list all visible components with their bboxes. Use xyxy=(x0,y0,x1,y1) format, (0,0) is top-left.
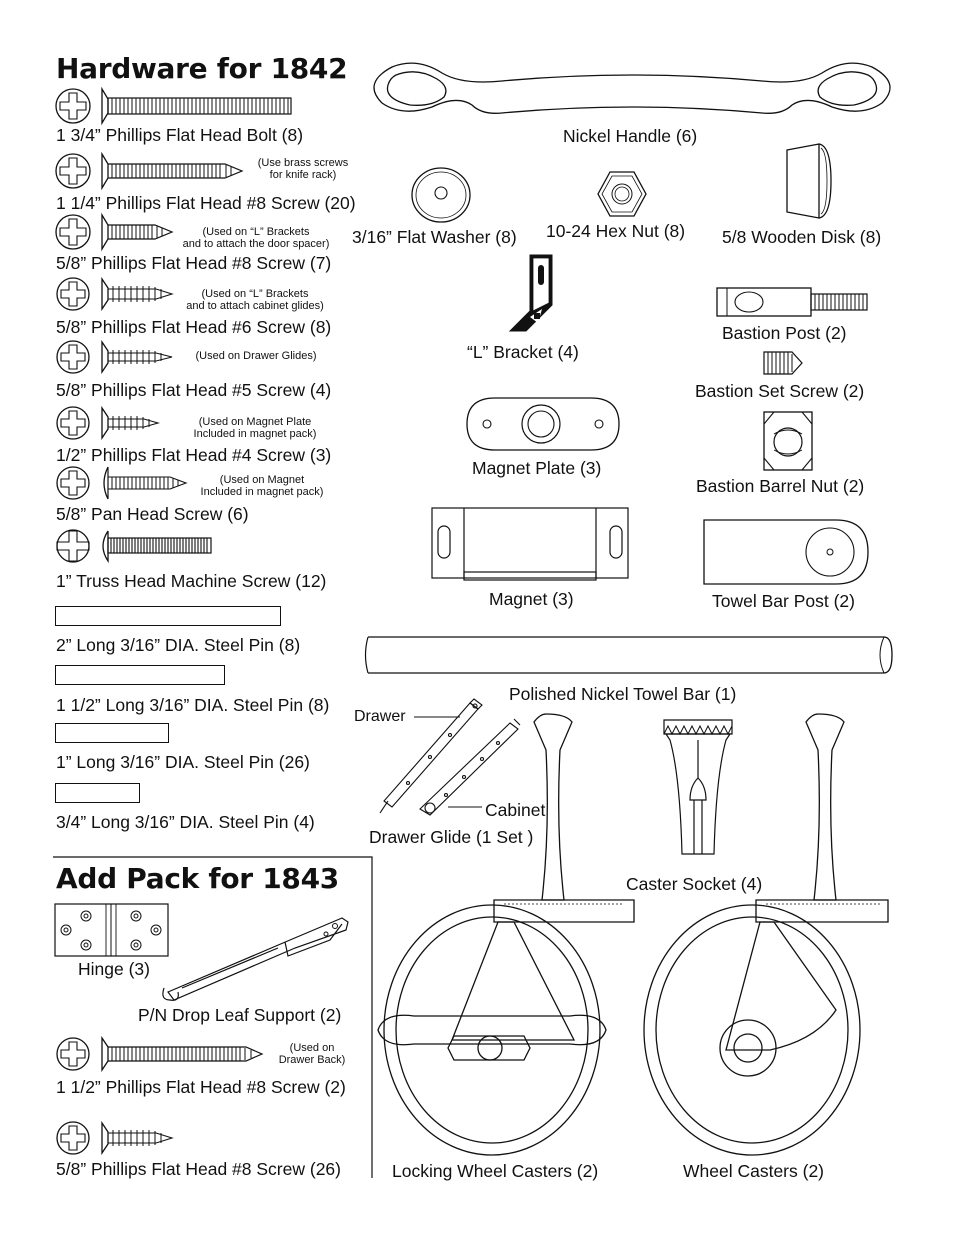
drawer-glide-icon xyxy=(379,698,521,816)
item-label: 1” Long 3/16” DIA. Steel Pin (26) xyxy=(56,752,310,772)
screw-icon xyxy=(101,212,174,252)
towel-bar-post-icon xyxy=(703,519,869,585)
item-label: 1 3/4” Phillips Flat Head Bolt (8) xyxy=(56,125,304,145)
disk-label: 5/8 Wooden Disk (8) xyxy=(722,227,882,247)
item-label: 1 1/2” Phillips Flat Head #8 Screw (2) xyxy=(56,1077,346,1097)
steel-pin-0-75in xyxy=(55,783,140,803)
locking-caster-label: Locking Wheel Casters (2) xyxy=(392,1161,599,1181)
item-label: 1 1/2” Long 3/16” DIA. Steel Pin (8) xyxy=(56,695,330,715)
flat-washer-icon xyxy=(411,167,471,223)
magnet-plate-label: Magnet Plate (3) xyxy=(472,458,602,478)
phillips-head-icon xyxy=(56,466,90,500)
addpack-title: Add Pack for 1843 xyxy=(56,862,339,895)
phillips-head-icon xyxy=(55,153,91,189)
support-label: P/N Drop Leaf Support (2) xyxy=(138,1005,342,1025)
barrel-nut-icon xyxy=(763,411,813,471)
caster-socket-icon xyxy=(663,719,733,855)
screw-icon xyxy=(101,151,244,191)
nickel-handle-icon xyxy=(373,62,891,114)
hardware-title: Hardware for 1842 xyxy=(56,52,348,85)
phillips-head-icon xyxy=(56,277,90,311)
bastion-set-label: Bastion Set Screw (2) xyxy=(695,381,865,401)
hexnut-label: 10-24 Hex Nut (8) xyxy=(546,221,686,241)
phillips-head-icon xyxy=(55,214,91,250)
hex-nut-icon xyxy=(597,171,647,217)
wheel-caster-icon xyxy=(643,713,889,1156)
steel-pin-2in xyxy=(55,606,281,626)
item-label: 1” Truss Head Machine Screw (12) xyxy=(56,571,327,591)
drawer-label: Drawer xyxy=(354,708,406,725)
item-label: 5/8” Phillips Flat Head #8 Screw (26) xyxy=(56,1159,341,1179)
locking-wheel-caster-icon xyxy=(377,713,635,1156)
item-label: 5/8” Phillips Flat Head #6 Screw (8) xyxy=(56,317,332,337)
screw-icon xyxy=(101,339,173,375)
item-label: 3/4” Long 3/16” DIA. Steel Pin (4) xyxy=(56,812,315,832)
hinge-icon xyxy=(54,903,169,957)
towel-bar-icon xyxy=(364,636,893,674)
handle-label: Nickel Handle (6) xyxy=(563,126,698,146)
item-label: 5/8” Phillips Flat Head #5 Screw (4) xyxy=(56,380,332,400)
item-label: 1/2” Phillips Flat Head #4 Screw (3) xyxy=(56,445,332,465)
machine-screw-icon xyxy=(102,530,212,564)
bastion-post-label: Bastion Post (2) xyxy=(722,323,847,343)
magnet-label: Magnet (3) xyxy=(489,589,574,609)
towel-post-label: Towel Bar Post (2) xyxy=(712,591,855,611)
item-note: (Used on Drawer Glides) xyxy=(195,350,317,362)
hinge-label: Hinge (3) xyxy=(78,959,150,979)
screw-icon xyxy=(101,1120,174,1156)
bracket-label: “L” Bracket (4) xyxy=(467,342,579,362)
screw-icon xyxy=(101,276,174,312)
item-label: 5/8” Pan Head Screw (6) xyxy=(56,504,249,524)
item-label: 5/8” Phillips Flat Head #8 Screw (7) xyxy=(56,253,332,273)
drop-leaf-support-icon xyxy=(162,917,349,1001)
l-bracket-icon xyxy=(508,254,553,332)
magnet-plate-icon xyxy=(466,397,620,451)
pan-head-screw-icon xyxy=(103,466,188,500)
towel-bar-label: Polished Nickel Towel Bar (1) xyxy=(509,684,737,704)
magnet-icon xyxy=(431,507,629,581)
bastion-set-screw-icon xyxy=(763,351,803,375)
caster-socket-label: Caster Socket (4) xyxy=(626,874,763,894)
truss-head-icon xyxy=(56,529,90,563)
phillips-head-icon xyxy=(56,406,90,440)
screw-icon xyxy=(101,1035,264,1073)
item-label: 1 1/4” Phillips Flat Head #8 Screw (20) xyxy=(56,193,356,213)
wooden-disk-icon xyxy=(786,143,832,219)
washer-label: 3/16” Flat Washer (8) xyxy=(352,227,517,247)
phillips-head-icon xyxy=(56,340,90,374)
steel-pin-1-5in xyxy=(55,665,225,685)
cabinet-label: Cabinet xyxy=(485,800,546,820)
glide-label: Drawer Glide (1 Set ) xyxy=(369,827,534,847)
bastion-post-icon xyxy=(716,287,868,317)
item-label: 2” Long 3/16” DIA. Steel Pin (8) xyxy=(56,635,301,655)
steel-pin-1in xyxy=(55,723,169,743)
wheel-caster-label: Wheel Casters (2) xyxy=(683,1161,825,1181)
phillips-head-icon xyxy=(56,1037,90,1071)
screw-icon xyxy=(101,405,161,441)
bolt-icon xyxy=(101,86,292,126)
phillips-head-icon xyxy=(56,1121,90,1155)
barrel-nut-label: Bastion Barrel Nut (2) xyxy=(696,476,865,496)
phillips-head-icon xyxy=(55,88,91,124)
